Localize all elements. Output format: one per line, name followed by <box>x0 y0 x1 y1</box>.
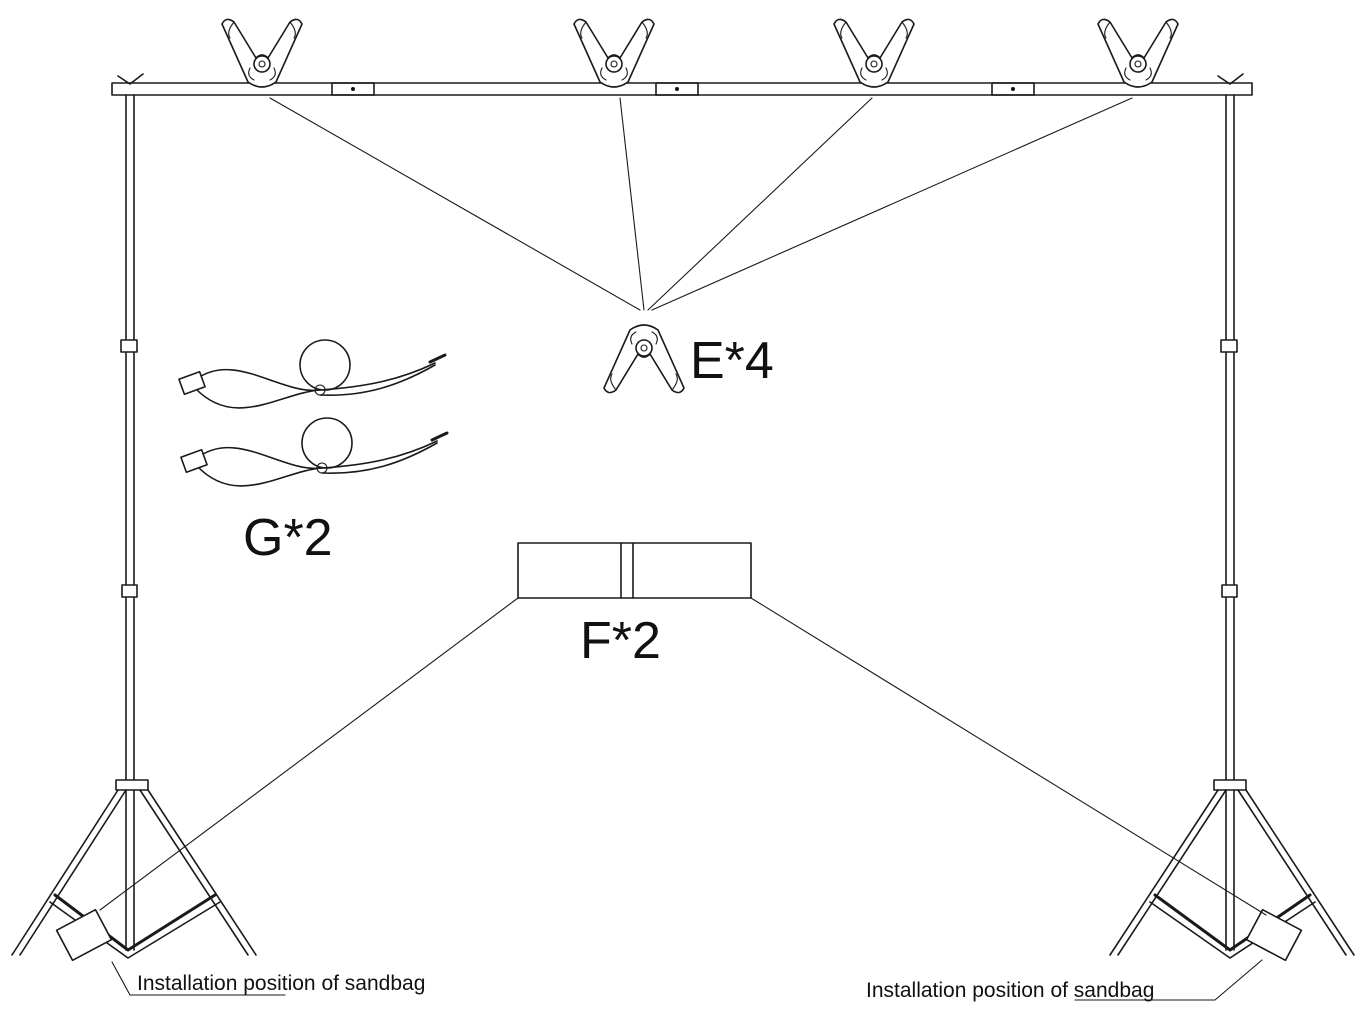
spring-clip-e <box>603 324 685 394</box>
clip-on-bar <box>1097 18 1179 88</box>
sandbag-note-left: Installation position of sandbag <box>137 972 425 995</box>
right-stand <box>1109 73 1355 962</box>
clip-on-bar <box>573 18 655 88</box>
sandbag-note-right: Installation position of sandbag <box>866 979 1154 1002</box>
callout-left <box>111 961 286 996</box>
strap <box>177 338 447 410</box>
label-straps: G*2 <box>243 509 333 567</box>
strap <box>179 416 449 488</box>
crossbar-clips <box>221 18 1179 88</box>
sandbag-guide-left <box>99 597 519 911</box>
label-clips: E*4 <box>690 332 774 390</box>
sandbag-left <box>55 908 113 962</box>
sandbag-guide-right <box>750 597 1267 916</box>
crossbar <box>111 82 1253 96</box>
clip-on-bar <box>833 18 915 88</box>
sandbag-right <box>1245 908 1303 962</box>
callout-right <box>1074 959 1263 1001</box>
clip-connection-lines <box>269 97 1133 311</box>
sandbags-f <box>517 542 752 599</box>
left-stand <box>11 73 257 962</box>
clip-on-bar <box>221 18 303 88</box>
straps-g <box>177 338 449 488</box>
label-sandbags: F*2 <box>580 612 661 670</box>
